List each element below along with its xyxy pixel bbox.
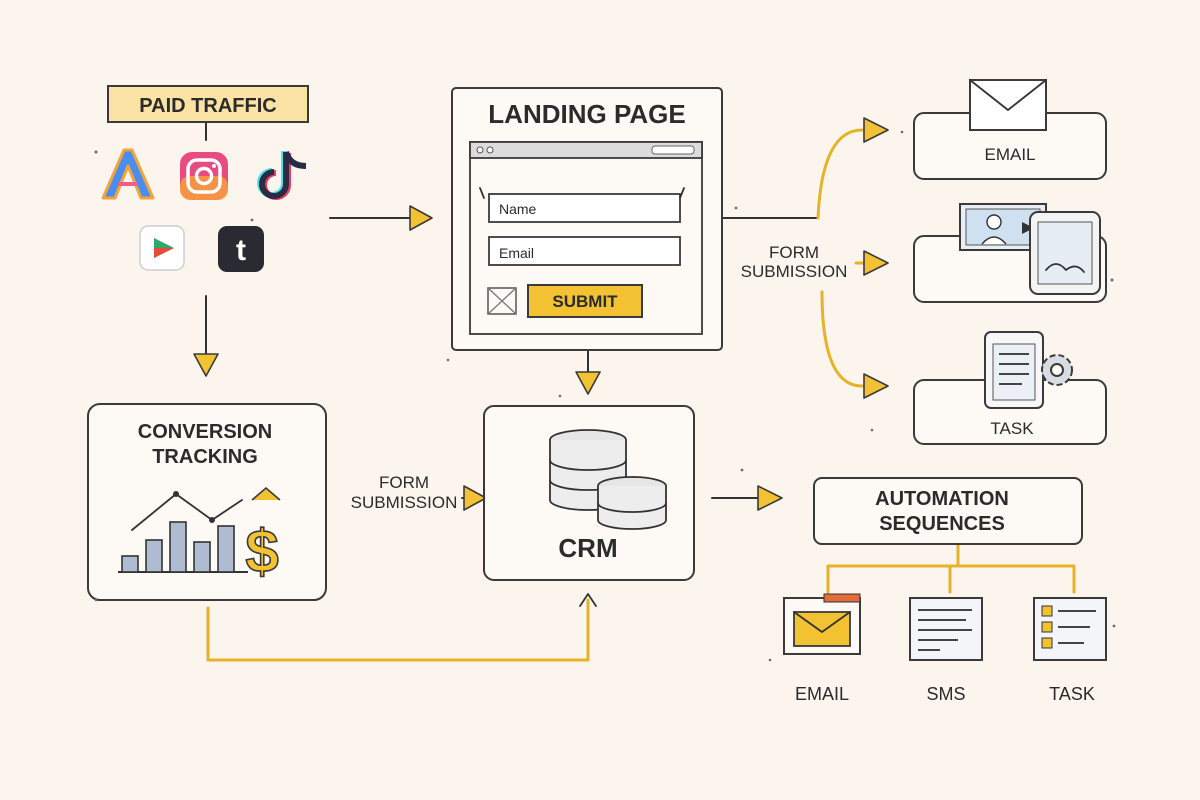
- sketch-specks: [94, 130, 1116, 662]
- right-task-label: TASK: [990, 419, 1034, 438]
- name-field-placeholder: Name: [499, 201, 537, 217]
- paid-traffic-label-box: [107, 85, 309, 123]
- crm-to-automation-arrow: [757, 485, 783, 511]
- tablet-icon: [1029, 211, 1101, 295]
- envelope-icon: [969, 79, 1047, 131]
- automation-email-label: EMAIL: [795, 684, 849, 704]
- database-icon: [549, 429, 667, 530]
- form-submission-right-line1: FORM: [769, 243, 819, 262]
- right-email-node: EMAIL: [913, 79, 1107, 180]
- bar-chart-icon: [118, 491, 248, 573]
- form-submission-left-line2: SUBMISSION: [351, 493, 458, 512]
- instagram-icon: [180, 152, 228, 200]
- automation-line1: AUTOMATION: [875, 488, 1009, 510]
- email-field-placeholder: Email: [499, 245, 534, 261]
- browser-toolbar: [469, 141, 703, 159]
- crm-title: CRM: [558, 533, 617, 563]
- connectors: [193, 117, 1076, 662]
- tiktok-icon: [257, 151, 307, 200]
- landing-page-title: LANDING PAGE: [488, 99, 685, 129]
- feedback-loop-tick: [579, 593, 597, 607]
- branch-to-email-arrow: [863, 117, 889, 143]
- traffic-to-conversion-arrow: [193, 353, 219, 377]
- gear-icon: [1041, 354, 1073, 386]
- right-media-node: [913, 203, 1107, 303]
- ads-a-icon: [101, 148, 155, 200]
- automation-task-label: TASK: [1049, 684, 1095, 704]
- email-field[interactable]: [488, 236, 681, 266]
- trend-line: [131, 493, 243, 531]
- form-submission-right-line2: SUBMISSION: [741, 262, 848, 281]
- conversion-tracking-line2: TRACKING: [152, 446, 258, 468]
- right-task-node: TASK: [913, 331, 1107, 445]
- branch-to-email-wire: [816, 128, 864, 220]
- monitor-icon: [959, 203, 1047, 251]
- field-sketch-marks: [479, 187, 685, 199]
- envelope-flap: [969, 79, 1047, 111]
- branch-to-task-arrow: [863, 373, 889, 399]
- dollar-icon: $: [245, 486, 281, 586]
- form-submission-right-label: FORM SUBMISSION: [741, 243, 848, 281]
- right-email-label: EMAIL: [984, 145, 1035, 164]
- crm-node: CRM: [483, 405, 695, 581]
- clipboard-icon: [984, 331, 1044, 409]
- conversion-tracking-node: CONVERSION TRACKING $: [87, 403, 327, 601]
- submit-button-label: SUBMIT: [552, 292, 618, 311]
- landing-page-node: LANDING PAGE Name Email SUBMIT: [451, 87, 723, 351]
- form-submission-left-label: FORM SUBMISSION: [351, 473, 458, 512]
- automation-email-child: EMAIL: [783, 593, 861, 704]
- captcha-checkbox-icon[interactable]: [487, 287, 517, 315]
- automation-sms-label: SMS: [926, 684, 965, 704]
- automation-line2: SEQUENCES: [879, 513, 1005, 535]
- svg-text:t: t: [236, 234, 246, 267]
- form-submission-left-line1: FORM: [379, 473, 429, 492]
- conversion-to-crm-arrow: [463, 485, 487, 511]
- submit-button[interactable]: [527, 284, 643, 318]
- branch-to-media-arrow: [863, 250, 889, 276]
- feedback-loop-wire: [206, 598, 590, 662]
- paid-traffic-node: PAID TRAFFIC t: [101, 85, 309, 272]
- branch-to-task-wire: [820, 290, 864, 388]
- name-field[interactable]: [488, 193, 681, 223]
- automation-task-child: TASK: [1033, 597, 1107, 704]
- automation-box: [813, 477, 1083, 545]
- svg-text:$: $: [245, 518, 278, 585]
- automation-node: AUTOMATION SEQUENCES EMAIL SMS TA: [783, 477, 1107, 704]
- play-ads-icon: [139, 225, 185, 271]
- traffic-to-landing-arrow: [409, 205, 433, 231]
- tablet-chart: [1045, 263, 1085, 273]
- conversion-tracking-line1: CONVERSION: [138, 421, 272, 443]
- tumblr-icon: t: [218, 226, 264, 272]
- automation-sms-child: SMS: [909, 597, 983, 704]
- paid-traffic-title: PAID TRAFFIC: [139, 95, 276, 117]
- landing-to-crm-arrow: [575, 371, 601, 395]
